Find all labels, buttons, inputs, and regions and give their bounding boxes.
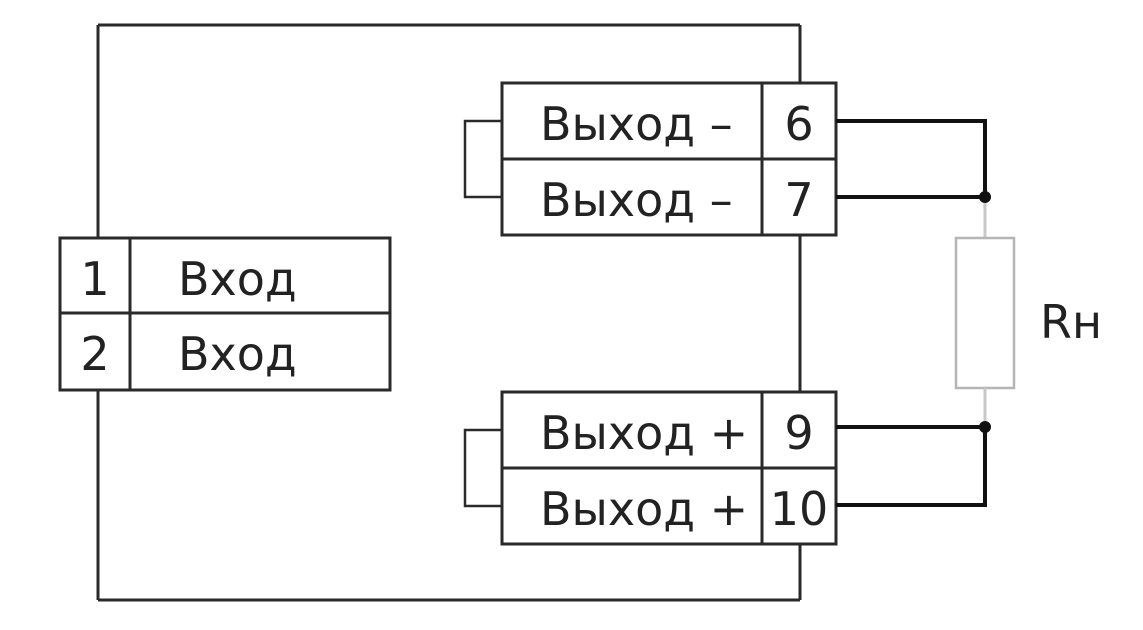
wire-pin-10 bbox=[836, 427, 987, 507]
jumper-6-7 bbox=[463, 119, 502, 199]
input-pin-1-label: Вход bbox=[178, 252, 297, 306]
jumper-9-10 bbox=[463, 428, 502, 508]
load-resistor: Rн bbox=[954, 203, 1102, 421]
load-resistor-label: Rн bbox=[1040, 295, 1102, 349]
output-plus-terminal-block: Выход + 9 Выход + 10 bbox=[463, 390, 838, 546]
input-pin-2-label: Вход bbox=[178, 327, 297, 381]
output-pin-10-number: 10 bbox=[770, 482, 829, 536]
output-pin-7-number: 7 bbox=[784, 173, 813, 227]
output-pin-9-label: Выход + bbox=[540, 406, 748, 460]
junction-top bbox=[979, 191, 991, 203]
resistor-body bbox=[954, 236, 1016, 390]
output-pin-7-label: Выход – bbox=[540, 173, 733, 227]
output-pin-6-label: Выход – bbox=[540, 97, 733, 151]
input-pin-2-number: 2 bbox=[80, 327, 109, 381]
output-pin-9-number: 9 bbox=[784, 406, 813, 460]
wire-pin-6 bbox=[836, 119, 987, 197]
input-pin-1-number: 1 bbox=[80, 252, 109, 306]
output-minus-terminal-block: Выход – 6 Выход – 7 bbox=[463, 81, 838, 237]
output-pin-10-label: Выход + bbox=[540, 482, 748, 536]
input-terminal-block: 1 Вход 2 Вход bbox=[58, 236, 392, 392]
output-pin-6-number: 6 bbox=[784, 97, 813, 151]
junction-bottom bbox=[979, 421, 991, 433]
device-enclosure bbox=[96, 23, 802, 602]
external-wiring bbox=[836, 119, 991, 507]
